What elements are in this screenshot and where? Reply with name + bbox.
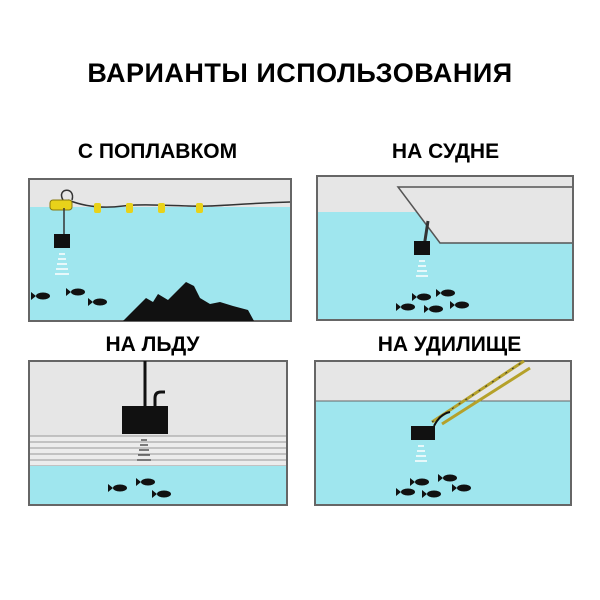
fish-icon: [396, 289, 469, 313]
panel-label-ice: НА ЛЬДУ: [105, 333, 200, 356]
fish-icon: [31, 288, 107, 306]
panel-label-rod: НА УДИЛИЩЕ: [377, 333, 522, 356]
sonar-beam-icon: [55, 253, 69, 275]
fish-icon: [108, 478, 171, 498]
ice-layer: [29, 436, 287, 466]
panel-label-boat: НА СУДНЕ: [391, 140, 500, 163]
sonar-device-icon: [414, 241, 430, 255]
float-icon: [49, 199, 203, 213]
page-title: ВАРИАНТЫ ИСПОЛЬЗОВАНИЯ: [87, 58, 513, 88]
panel-float: [28, 178, 292, 322]
panel-ice: [28, 360, 288, 506]
sonar-beam-icon: [416, 260, 428, 277]
sonar-beam-icon: [415, 445, 427, 462]
sonar-device-icon: [122, 406, 168, 434]
panel-rod: [314, 360, 572, 506]
seabed-rocks: [123, 282, 254, 321]
sonar-device-icon: [54, 234, 70, 248]
sonar-beam-icon: [137, 439, 151, 461]
panel-boat: [316, 175, 574, 321]
fish-icon: [396, 474, 471, 498]
sonar-device-icon: [411, 426, 435, 440]
panel-label-float: С ПОПЛАВКОМ: [77, 140, 238, 163]
